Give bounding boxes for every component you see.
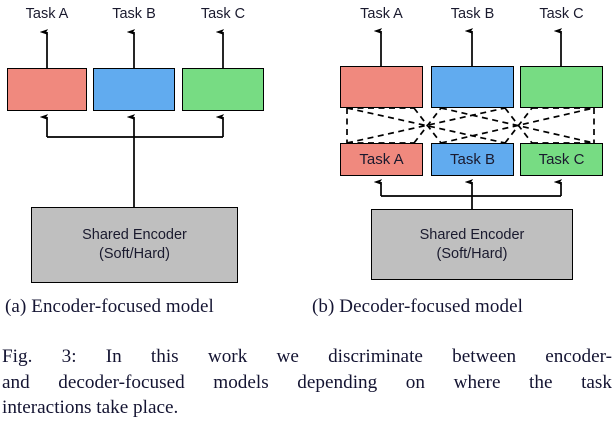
- panel-a-shared-encoder-line2: (Soft/Hard): [99, 246, 170, 262]
- panel-b-task-decoder-a[interactable]: Task A: [340, 143, 423, 176]
- panel-b-task-decoder-b-label: Task B: [449, 151, 495, 168]
- panel-b-task-head-a[interactable]: [340, 66, 423, 108]
- panel-b-subcaption: (b) Decoder-focused model: [312, 296, 524, 317]
- panel-b-shared-encoder-line2: (Soft/Hard): [436, 245, 508, 262]
- figure-caption-line-2: and decoder-focused models depending on …: [2, 371, 612, 393]
- panel-a-task-head-a[interactable]: [7, 68, 87, 111]
- panel-a-shared-encoder-line1: Shared Encoder: [82, 227, 187, 243]
- figure-caption-line-1: Fig. 3: In this work we discriminate bet…: [2, 346, 612, 367]
- panel-a-shared-encoder[interactable]: Shared Encoder (Soft/Hard): [31, 207, 238, 283]
- panel-a-output-label-task-b: Task B: [112, 6, 156, 22]
- panel-encoder-focused: Task A Task B Task C Shared Encoder (Soft…: [0, 0, 307, 330]
- panel-b-task-decoder-b[interactable]: Task B: [431, 143, 514, 176]
- panel-decoder-focused: Task A Task B Task C Task A Task B Task …: [307, 0, 614, 330]
- panel-b-task-head-c[interactable]: [520, 66, 603, 108]
- figure-caption-line-3: interactions take place.: [2, 397, 179, 418]
- panel-b-shared-encoder-line1: Shared Encoder: [419, 226, 525, 243]
- panel-a-subcaption: (a) Encoder-focused model: [5, 296, 214, 317]
- panel-b-shared-encoder[interactable]: Shared Encoder (Soft/Hard): [371, 209, 573, 280]
- panel-a-output-label-task-a: Task A: [25, 6, 69, 22]
- panel-a-task-head-b[interactable]: [93, 68, 175, 111]
- panel-b-output-label-task-c: Task C: [539, 6, 584, 22]
- panel-b-task-decoder-c[interactable]: Task C: [520, 143, 603, 176]
- panel-b-shared-encoder-text: Shared Encoder (Soft/Hard): [420, 226, 525, 264]
- panel-a-output-label-task-c: Task C: [200, 6, 246, 22]
- panel-b-output-label-task-a: Task A: [360, 6, 403, 22]
- panel-b-output-label-task-b: Task B: [450, 6, 495, 22]
- figure-caption: Fig. 3: In this work we discriminate bet…: [2, 344, 612, 421]
- panel-a-shared-encoder-text: Shared Encoder (Soft/Hard): [82, 226, 187, 264]
- panel-b-task-decoder-a-label: Task A: [359, 151, 404, 168]
- panel-b-task-head-b[interactable]: [431, 66, 514, 108]
- panel-b-task-decoder-c-label: Task C: [538, 151, 585, 168]
- panel-a-task-head-c[interactable]: [182, 68, 264, 111]
